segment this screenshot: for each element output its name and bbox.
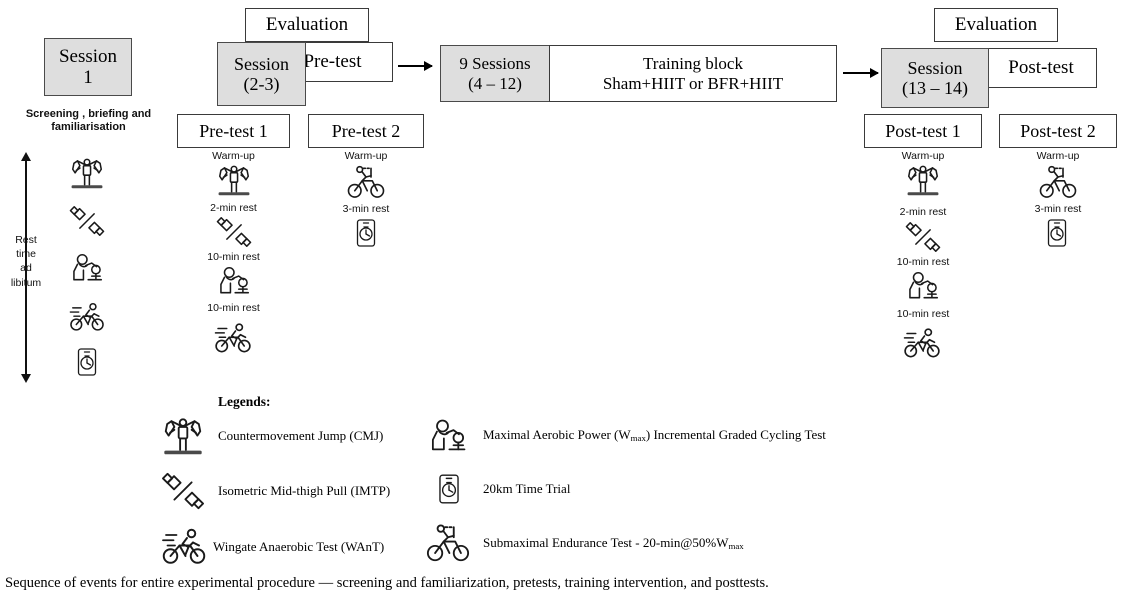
arrow-pre-to-training [398,65,432,68]
training-sessions-box: 9 Sessions(4 – 12) [440,45,550,102]
post-test-2-rest-1: 3-min rest [1034,203,1082,215]
legend-item-label: Submaximal Endurance Test - 20-min@50%Wm… [483,535,744,551]
legend-item-label: Countermovement Jump (CMJ) [218,428,384,443]
maximal-aerobic-power-icon [215,263,253,301]
training-sessions-line2: (4 – 12) [468,73,522,93]
legend-item-label: Wingate Anaerobic Test (WAnT) [213,539,385,554]
countermovement-jump-icon [904,162,942,200]
maximal-aerobic-power-icon [426,415,470,464]
pre-test-1-rest-3: 10-min rest [207,302,260,314]
figure-caption: Sequence of events for entire experiment… [5,575,769,591]
session-13-14-box: Session(13 – 14) [881,48,989,108]
pre-test-phase-label: Pre-test [303,51,362,73]
pre-test-2-title: Pre-test 2 [331,120,401,141]
evaluation-post-box: Evaluation [934,8,1058,42]
arrow-training-to-post [843,72,878,75]
post-test-1-title-box: Post-test 1 [864,114,982,148]
legend-item-label: Isometric Mid-thigh Pull (IMTP) [218,483,391,498]
pre-test-2-rest-1: 3-min rest [342,203,390,215]
post-test-1-warmup-label: Warm-up [901,150,945,162]
session-1-sublabel-line1: Screening , briefing and [25,108,152,120]
pre-test-2-warmup-label: Warm-up [344,150,388,162]
submaximal-endurance-icon [1038,162,1078,202]
countermovement-jump-icon [160,414,206,465]
isometric-midthigh-pull-icon [215,213,253,251]
pre-test-1-warmup-label: Warm-up [212,150,255,162]
rest-label-3: libitum [10,276,42,289]
legend-item-label: 20km Time Trial [483,481,571,496]
legend-item-label: Maximal Aerobic Power (Wmax) Incremental… [483,427,826,443]
session-2-3-line2: (2-3) [243,74,280,94]
session-2-3-line1: Session [233,53,289,74]
post-test-phase-box: Post-test [985,48,1097,88]
countermovement-jump-icon [215,162,253,200]
rest-label-1: time [16,248,36,261]
post-test-1-rest-1: 2-min rest [899,206,947,218]
training-block-line1: Training block [643,54,743,74]
time-trial-icon [71,345,103,379]
wingate-anaerobic-test-icon [68,296,106,334]
isometric-midthigh-pull-icon [904,218,942,256]
session-1-sublabel-line2: familiarisation [51,120,126,133]
session-1-sublabel: Screening , briefing and familiarisation [6,108,171,133]
post-test-phase-label: Post-test [1008,57,1074,79]
evaluation-pre-label: Evaluation [265,14,349,36]
post-test-2-title: Post-test 2 [1020,120,1096,141]
wingate-anaerobic-test-icon [902,321,942,361]
evaluation-pre-box: Evaluation [245,8,369,42]
isometric-midthigh-pull-icon [68,202,106,240]
time-trial-icon [432,469,466,514]
rest-time-double-arrow [25,160,27,375]
maximal-aerobic-power-icon [904,268,942,306]
time-trial-icon [1041,216,1073,250]
evaluation-post-label: Evaluation [954,14,1038,36]
pre-test-1-title: Pre-test 1 [199,120,268,141]
post-test-1-rest-3: 10-min rest [896,308,950,320]
submaximal-endurance-icon [425,520,471,571]
session-1-line1: Session [58,45,118,67]
session-1-line2: 1 [83,67,93,88]
pre-test-1-rest-1: 2-min rest [210,202,257,214]
wingate-anaerobic-test-icon [213,316,253,356]
countermovement-jump-icon [68,155,106,193]
rest-label-0: Rest [15,234,37,246]
post-test-1-title: Post-test 1 [885,120,961,141]
training-sessions-line1: 9 Sessions [459,54,531,74]
post-test-2-warmup-label: Warm-up [1036,150,1080,162]
session-13-14-line2: (13 – 14) [902,78,968,98]
session-2-3-box: Session(2-3) [217,42,306,106]
pre-test-2-title-box: Pre-test 2 [308,114,424,148]
isometric-midthigh-pull-icon [160,468,206,519]
training-block-line2: Sham+HIIT or BFR+HIIT [602,73,784,93]
wingate-anaerobic-test-icon [160,520,208,573]
rest-label-2: ad [20,262,32,275]
session-13-14-line1: Session [907,57,963,78]
submaximal-endurance-icon [346,162,386,202]
time-trial-icon [350,216,382,250]
post-test-2-title-box: Post-test 2 [999,114,1117,148]
pre-test-1-rest-2: 10-min rest [207,251,260,263]
legend-title: Legends: [218,394,271,409]
rest-time-label: Rest time ad libitum [0,233,52,290]
maximal-aerobic-power-icon [68,250,106,288]
pre-test-1-title-box: Pre-test 1 [177,114,290,148]
post-test-1-rest-2: 10-min rest [896,256,950,268]
